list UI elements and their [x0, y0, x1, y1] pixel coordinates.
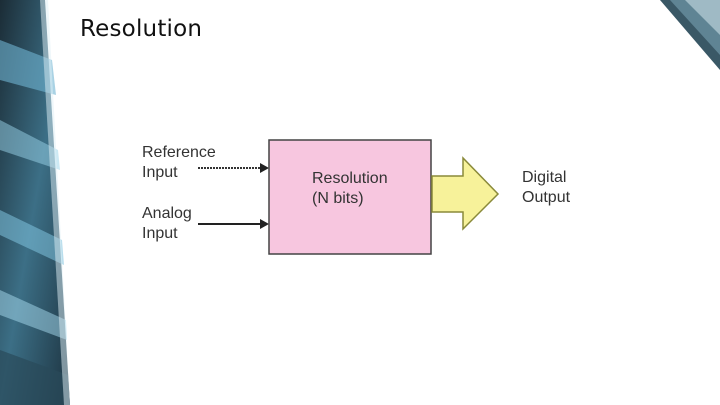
- slide-title: Resolution: [80, 16, 203, 42]
- analog-input-label: Analog Input: [142, 205, 192, 242]
- left-decoration-graphic: [0, 0, 70, 405]
- reference-input-arrow: [198, 163, 269, 173]
- resolution-diagram: Reference Input Analog Input Resolution …: [130, 130, 600, 270]
- resolution-block: [268, 139, 432, 255]
- resolution-block-label: Resolution (N bits): [312, 170, 388, 207]
- digital-output-arrow: [431, 156, 500, 231]
- analog-input-arrow: [198, 219, 269, 229]
- diagram-graphics: [198, 139, 500, 255]
- reference-input-label: Reference Input: [142, 144, 216, 181]
- digital-output-label: Digital Output: [522, 169, 571, 206]
- right-corner-decoration: [660, 0, 720, 70]
